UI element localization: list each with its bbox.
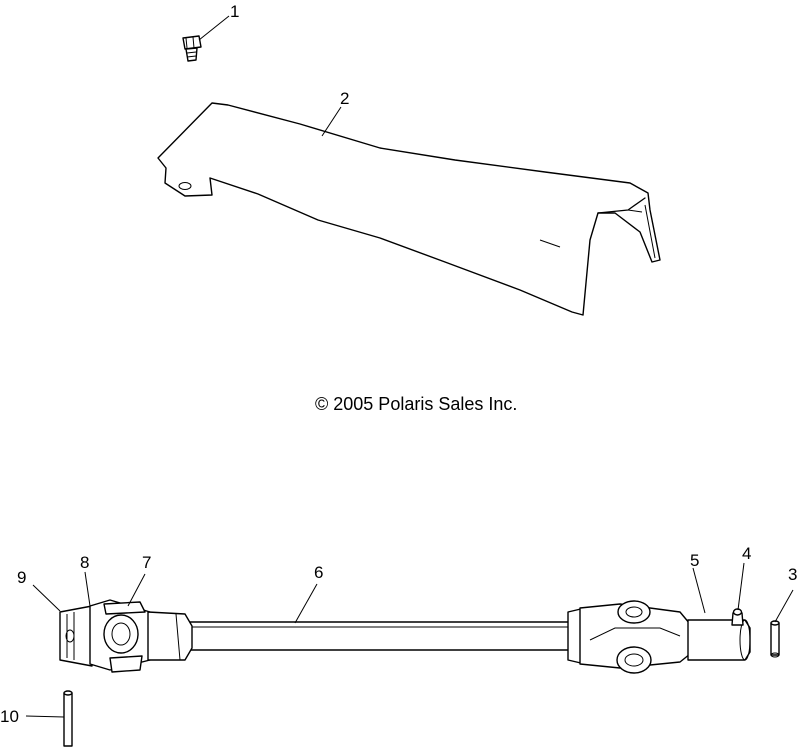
- bolt-part: [182, 35, 202, 62]
- roll-pin-part-10: [63, 690, 73, 747]
- right-u-joint-part: [567, 600, 751, 674]
- left-u-joint-part: [59, 599, 193, 673]
- grease-fitting-part: [731, 608, 744, 626]
- drive-shaft-assembly: [59, 599, 751, 674]
- callout-9: 9: [17, 568, 26, 587]
- callout-2: 2: [340, 89, 349, 108]
- drive-shaft-guard-part: [157, 102, 661, 316]
- callout-5: 5: [690, 551, 699, 570]
- callout-6: 6: [314, 563, 323, 582]
- copyright-text: © 2005 Polaris Sales Inc.: [315, 394, 517, 414]
- shaft-tube-part: [189, 621, 571, 651]
- callout-7: 7: [142, 553, 151, 572]
- callout-1: 1: [230, 2, 239, 21]
- callout-8: 8: [80, 553, 89, 572]
- roll-pin-part: [770, 620, 780, 658]
- callout-4: 4: [742, 544, 751, 563]
- callout-3: 3: [788, 565, 797, 584]
- callout-10: 10: [0, 707, 19, 726]
- leader-lines: [25, 15, 794, 718]
